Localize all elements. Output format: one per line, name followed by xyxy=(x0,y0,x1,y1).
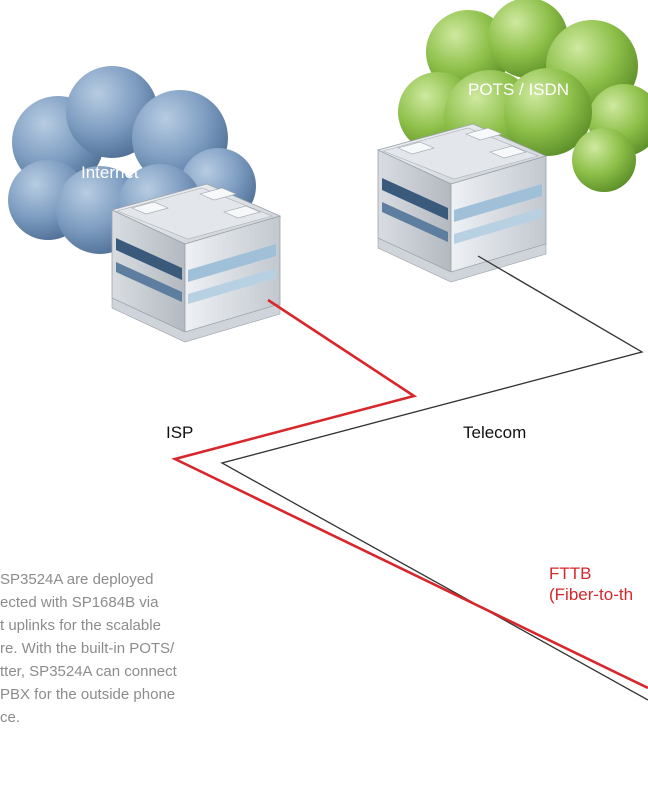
isp-building-icon xyxy=(111,183,281,343)
internet-label: Internet xyxy=(81,163,139,182)
isp-line xyxy=(171,298,648,690)
fttb-label-line-1: FTTB xyxy=(549,564,592,583)
telecom-label: Telecom xyxy=(463,423,527,442)
pots-isdn-label: POTS / ISDN xyxy=(468,80,570,99)
description-line: t uplinks for the scalable xyxy=(0,617,161,634)
fttb-label: FTTB (Fiber-to-th xyxy=(549,563,633,605)
description-line: ce. xyxy=(0,709,21,726)
pots-isdn-cloud xyxy=(398,0,648,192)
description-line: ected with SP1684B via xyxy=(0,594,159,611)
isp-label: ISP xyxy=(166,423,194,442)
description-paragraph: SP3524A are deployed ected with SP1684B … xyxy=(0,568,250,729)
description-line: PBX for the outside phone xyxy=(0,686,176,703)
description-line: re. With the built-in POTS/ xyxy=(0,640,175,657)
description-line: tter, SP3524A can connect xyxy=(0,663,177,680)
description-line: SP3524A are deployed xyxy=(0,571,154,588)
telecom-line xyxy=(220,255,648,701)
telecom-building-icon xyxy=(377,123,547,283)
fttb-label-line-2: (Fiber-to-th xyxy=(549,585,634,604)
